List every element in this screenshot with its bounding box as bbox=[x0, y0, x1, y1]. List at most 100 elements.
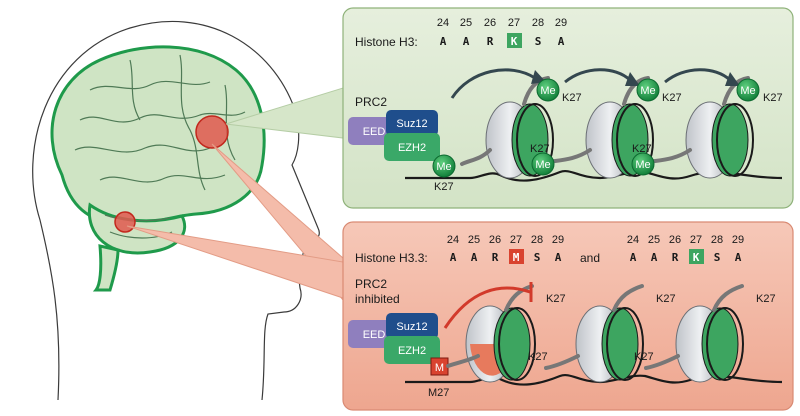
svg-text:26: 26 bbox=[669, 234, 681, 246]
svg-text:26: 26 bbox=[484, 17, 496, 29]
svg-text:A: A bbox=[651, 251, 658, 264]
top-positions: 24 25 26 27 28 29 bbox=[437, 17, 567, 29]
me-mark: Me bbox=[432, 154, 456, 178]
svg-text:K: K bbox=[693, 251, 700, 264]
suz12-protein bbox=[386, 110, 438, 136]
svg-text:K27: K27 bbox=[546, 293, 566, 305]
bottom-nucleosome-1 bbox=[465, 284, 536, 383]
svg-text:Me: Me bbox=[535, 159, 550, 171]
svg-text:A: A bbox=[630, 251, 637, 264]
svg-text:24: 24 bbox=[447, 234, 459, 246]
svg-text:S: S bbox=[535, 35, 542, 48]
svg-text:M: M bbox=[435, 362, 444, 374]
spread-arrow-2 bbox=[564, 68, 632, 84]
svg-text:28: 28 bbox=[532, 17, 544, 29]
svg-text:28: 28 bbox=[711, 234, 723, 246]
svg-text:K27: K27 bbox=[562, 92, 582, 104]
me-mark: Me bbox=[531, 152, 555, 176]
me-mark: Me bbox=[736, 78, 760, 102]
svg-text:29: 29 bbox=[732, 234, 744, 246]
me-mark: Me bbox=[536, 78, 560, 102]
svg-text:A: A bbox=[735, 251, 742, 264]
brain-folds bbox=[74, 54, 246, 239]
mutant-positions: 24 25 26 27 28 29 bbox=[447, 234, 564, 246]
svg-text:K27: K27 bbox=[756, 293, 776, 305]
top-residues: A A R K S A bbox=[440, 35, 565, 48]
svg-text:R: R bbox=[492, 251, 499, 264]
histone-h3-label: Histone H3: bbox=[355, 35, 418, 49]
k27-highlight bbox=[507, 33, 522, 48]
svg-text:24: 24 bbox=[437, 17, 449, 29]
wt-positions: 24 25 26 27 28 29 bbox=[627, 234, 744, 246]
svg-text:A: A bbox=[463, 35, 470, 48]
svg-text:K27: K27 bbox=[530, 143, 550, 155]
svg-text:Me: Me bbox=[436, 161, 451, 173]
svg-text:K27: K27 bbox=[434, 181, 454, 193]
svg-text:Suz12: Suz12 bbox=[396, 321, 427, 333]
m27-highlight bbox=[509, 249, 524, 264]
svg-text:Me: Me bbox=[635, 159, 650, 171]
inhibited-label: inhibited bbox=[355, 292, 400, 306]
svg-text:S: S bbox=[714, 251, 721, 264]
prc2-label: PRC2 bbox=[355, 277, 387, 291]
svg-text:K27: K27 bbox=[528, 351, 548, 363]
svg-text:A: A bbox=[440, 35, 447, 48]
svg-text:M: M bbox=[513, 251, 520, 264]
svg-text:EED: EED bbox=[363, 329, 386, 341]
top-panel: Histone H3: 24 25 26 27 28 29 A A R K S … bbox=[342, 7, 794, 209]
svg-text:S: S bbox=[534, 251, 541, 264]
brainstem bbox=[92, 244, 120, 292]
me-mark: Me bbox=[636, 78, 660, 102]
top-nucleosome-3 bbox=[685, 76, 754, 179]
svg-text:29: 29 bbox=[555, 17, 567, 29]
svg-text:Me: Me bbox=[540, 85, 555, 97]
svg-text:27: 27 bbox=[508, 17, 520, 29]
histone-h33-label: Histone H3.3: bbox=[355, 251, 428, 265]
spread-arrow-1 bbox=[450, 68, 536, 99]
svg-text:24: 24 bbox=[627, 234, 639, 246]
svg-text:28: 28 bbox=[531, 234, 543, 246]
svg-text:EZH2: EZH2 bbox=[398, 345, 426, 357]
brain bbox=[50, 45, 266, 292]
m27-label: M27 bbox=[428, 387, 449, 399]
svg-text:K27: K27 bbox=[634, 351, 654, 363]
cortex-tumor-site bbox=[195, 115, 229, 149]
svg-text:25: 25 bbox=[648, 234, 660, 246]
ezh2-protein bbox=[384, 336, 440, 364]
k27-highlight bbox=[689, 249, 704, 264]
inhibited-arrow bbox=[443, 286, 531, 329]
svg-text:A: A bbox=[450, 251, 457, 264]
svg-text:K: K bbox=[511, 35, 518, 48]
svg-text:25: 25 bbox=[460, 17, 472, 29]
svg-text:EED: EED bbox=[363, 126, 386, 138]
svg-text:EZH2: EZH2 bbox=[398, 142, 426, 154]
svg-text:A: A bbox=[555, 251, 562, 264]
svg-text:K27: K27 bbox=[662, 92, 682, 104]
svg-text:K27: K27 bbox=[632, 143, 652, 155]
head-illustration bbox=[32, 20, 320, 401]
svg-text:R: R bbox=[487, 35, 494, 48]
brainstem-tumor-site bbox=[114, 211, 136, 233]
bottom-nucleosome-3 bbox=[675, 284, 744, 383]
and-connector: and bbox=[580, 251, 600, 265]
bottom-panel: Histone H3.3: 24 25 26 27 28 29 A A R M … bbox=[342, 221, 794, 411]
svg-text:K27: K27 bbox=[763, 92, 783, 104]
svg-text:27: 27 bbox=[510, 234, 522, 246]
svg-text:R: R bbox=[672, 251, 679, 264]
svg-text:A: A bbox=[471, 251, 478, 264]
svg-text:25: 25 bbox=[468, 234, 480, 246]
ezh2-protein bbox=[384, 133, 440, 161]
svg-text:27: 27 bbox=[690, 234, 702, 246]
svg-text:29: 29 bbox=[552, 234, 564, 246]
mutant-residues: A A R M S A bbox=[450, 251, 562, 264]
svg-text:Me: Me bbox=[740, 85, 755, 97]
spread-arrow-3 bbox=[664, 68, 732, 84]
svg-text:A: A bbox=[558, 35, 565, 48]
svg-text:K27: K27 bbox=[656, 293, 676, 305]
svg-text:Suz12: Suz12 bbox=[396, 118, 427, 130]
suz12-protein bbox=[386, 313, 438, 339]
bottom-nucleosome-2 bbox=[575, 284, 644, 383]
wt-residues: A A R K S A bbox=[630, 251, 742, 264]
prc2-label: PRC2 bbox=[355, 95, 387, 109]
